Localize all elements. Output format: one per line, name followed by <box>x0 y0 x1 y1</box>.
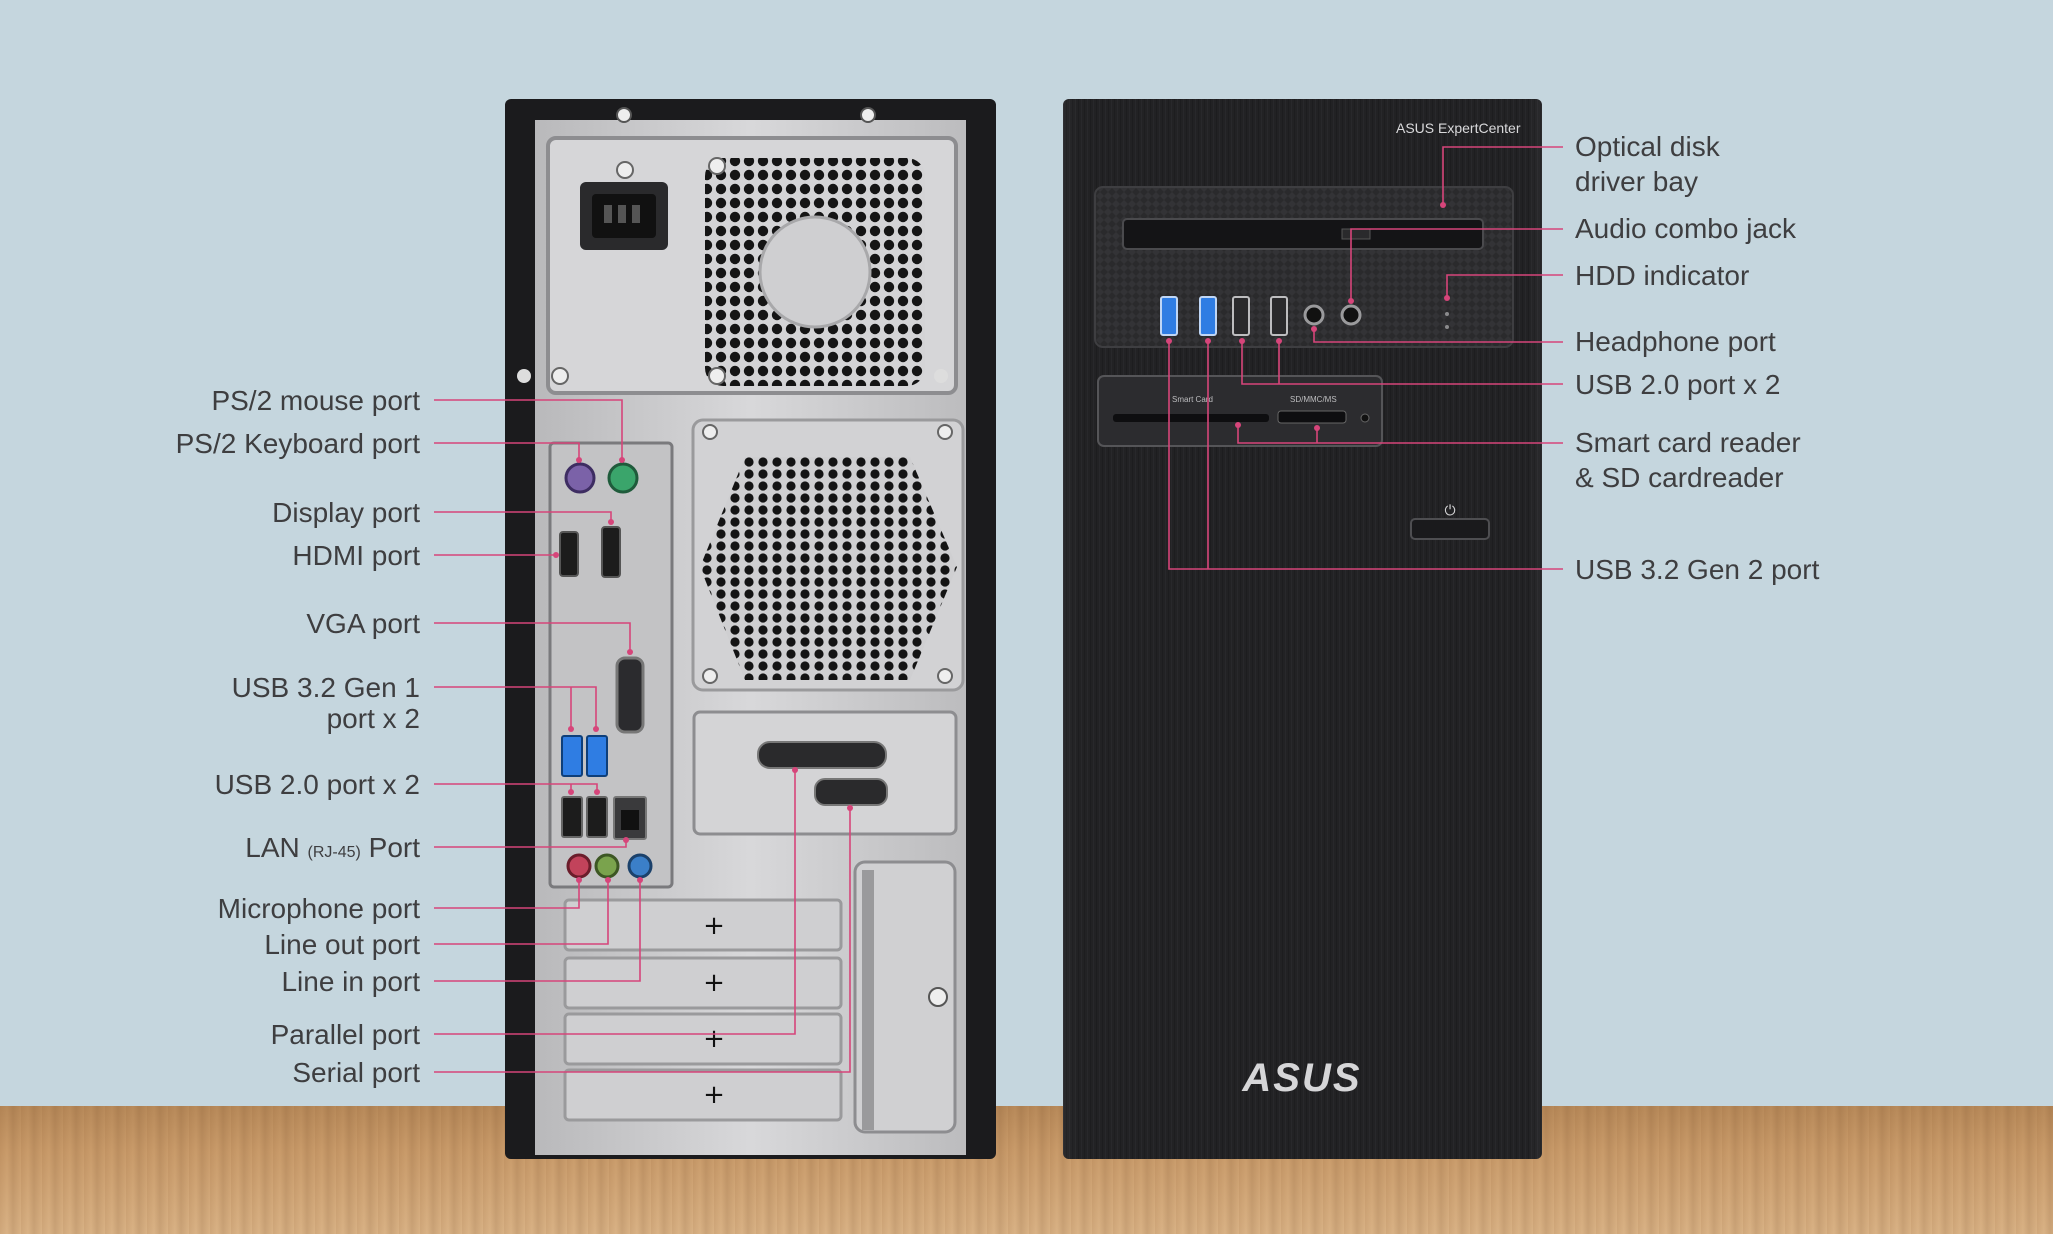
front-tower: ASUS ExpertCenter Smart Card SD/MMC/MS ⏻… <box>1063 99 1542 1159</box>
svg-text:+: + <box>703 1080 725 1110</box>
label-card-reader-line2: & SD cardreader <box>1575 462 1784 493</box>
serial-connector <box>814 778 888 806</box>
label-parallel: Parallel port <box>270 1019 420 1050</box>
label-ps2-keyboard: PS/2 Keyboard port <box>175 428 420 459</box>
leader-optical <box>1442 146 1563 205</box>
svg-text:+: + <box>703 1024 725 1054</box>
case-fan-grille <box>700 457 957 680</box>
sd-slot-label: SD/MMC/MS <box>1290 395 1337 404</box>
leader-dots <box>553 202 1450 883</box>
label-optical-line2: driver bay <box>1575 166 1698 197</box>
label-line-in: Line in port <box>281 966 420 997</box>
optical-drive-tray <box>1122 218 1484 250</box>
usb32-gen1-connectors <box>561 735 583 777</box>
leader-serial <box>434 808 851 1073</box>
label-headphone: Headphone port <box>1575 326 1776 357</box>
front-badge: ASUS ExpertCenter <box>1396 120 1521 136</box>
asus-logo: ASUS <box>1241 1056 1361 1100</box>
leader-usb32-gen2 <box>1168 341 1563 570</box>
leader-audio-combo <box>1350 228 1563 301</box>
top-bay-area <box>1094 186 1514 348</box>
label-vga: VGA port <box>306 608 420 639</box>
smart-card-slot <box>1113 414 1269 422</box>
front-usb32-gen2-1 <box>1160 296 1178 336</box>
leader-ps2-keyboard <box>434 442 580 460</box>
line-in-jack <box>627 853 653 879</box>
label-lan-small: (RJ-45) <box>307 844 361 861</box>
front-usb20-2 <box>1270 296 1288 336</box>
label-lan-port: Port <box>368 832 420 863</box>
leader-ps2-mouse <box>434 399 623 460</box>
display-port-connector <box>601 526 621 578</box>
vga-connector <box>615 656 645 734</box>
label-audio-combo: Audio combo jack <box>1575 213 1797 244</box>
ps2-mouse-connector <box>564 462 596 494</box>
power-icon: ⏻ <box>1444 503 1455 519</box>
power-button[interactable] <box>1410 518 1490 540</box>
label-card-reader-line1: Smart card reader <box>1575 427 1801 458</box>
label-lan-main: LAN <box>245 832 300 863</box>
label-usb32-gen1-line1: USB 3.2 Gen 1 <box>231 672 420 703</box>
legacy-port-bracket <box>692 710 958 836</box>
ps2-keyboard-connector <box>607 462 639 494</box>
screw <box>616 107 632 123</box>
card-slot-label: Smart Card <box>1172 395 1213 404</box>
line-out-jack <box>594 853 620 879</box>
front-usb20-1 <box>1232 296 1250 336</box>
headphone-jack <box>1303 304 1325 326</box>
leader-display-port <box>434 511 612 522</box>
label-optical-line1: Optical disk <box>1575 131 1720 162</box>
svg-text:+: + <box>703 911 725 941</box>
label-microphone: Microphone port <box>217 893 420 924</box>
label-lan: LAN (RJ-45) Port <box>245 830 420 870</box>
audio-combo-jack <box>1340 304 1362 326</box>
label-hdd-indicator: HDD indicator <box>1575 260 1750 291</box>
leader-usb32-gen1 <box>434 686 597 729</box>
label-usb32-gen1-line2: port x 2 <box>326 703 420 734</box>
label-display-port: Display port <box>272 497 420 528</box>
sd-card-slot <box>1277 410 1347 424</box>
hdd-led <box>1445 312 1449 316</box>
hdmi-connector <box>559 531 579 577</box>
leader-hdd <box>1446 274 1563 298</box>
rear-tower: + + + + <box>505 99 996 1159</box>
microphone-jack <box>566 853 592 879</box>
leader-card-reader <box>1237 425 1563 444</box>
leader-microphone <box>434 880 580 909</box>
svg-text:+: + <box>703 968 725 998</box>
wall-background <box>0 0 2053 1106</box>
expansion-slots: + + + + <box>563 860 957 1134</box>
label-usb32-gen2: USB 3.2 Gen 2 port <box>1575 554 1820 585</box>
leader-vga <box>434 622 631 652</box>
label-serial: Serial port <box>292 1057 420 1088</box>
leader-parallel <box>434 770 796 1035</box>
label-usb20-rear: USB 2.0 port x 2 <box>214 769 420 800</box>
leader-headphone <box>1313 329 1563 343</box>
usb20-connectors <box>561 796 583 838</box>
wooden-floor <box>0 1106 2053 1234</box>
leader-lines <box>434 146 1563 1073</box>
label-ps2-mouse: PS/2 mouse port <box>211 385 420 416</box>
parallel-connector <box>757 741 887 769</box>
label-hdmi: HDMI port <box>292 540 420 571</box>
label-line-out: Line out port <box>264 929 420 960</box>
leader-line-in <box>434 880 641 982</box>
leader-usb20-front <box>1241 341 1563 385</box>
front-usb32-gen2-2 <box>1199 296 1217 336</box>
label-usb20-front: USB 2.0 port x 2 <box>1575 369 1781 400</box>
leader-line-out <box>434 880 609 945</box>
